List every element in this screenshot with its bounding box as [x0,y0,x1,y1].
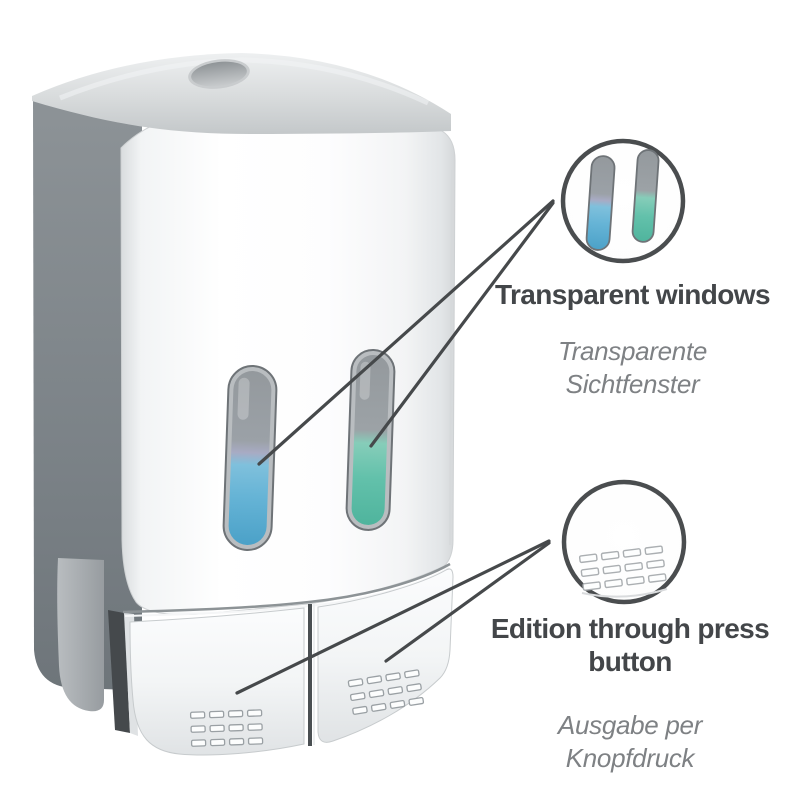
leader-line-button-right [384,541,551,663]
windows-detail-circle [560,138,686,264]
front-right-edge-line [449,169,453,546]
dispenser-front [120,103,456,616]
press-button-callout: Edition through press button Ausgabe per… [455,612,800,775]
detail-window-left [585,155,616,251]
refill-opening [188,59,250,89]
leader-line-window-right [369,201,555,448]
window-right [345,349,396,531]
leader-line-window-left [257,199,555,466]
press-callout-subtitle: Ausgabe per Knopfdruck [557,710,703,773]
press-button-left [129,607,305,756]
windows-callout-title: Transparent windows [495,279,770,310]
pump-lever [57,558,104,712]
body-button-seam [122,562,451,614]
window-left [222,365,278,551]
press-callout-title: Edition through press button [490,613,770,677]
windows-callout: Transparent windows Transparente Sichtfe… [460,278,800,401]
button-detail-circle [561,479,687,605]
dispenser-back-panel [33,95,142,690]
detail-circle-edge-line [581,588,668,598]
windows-callout-subtitle: Transparente Sichtfenster [557,336,708,399]
leader-line-button-left [235,539,551,695]
lid-ridge-highlight [59,57,430,106]
pump-slot-shadow [108,610,130,733]
detail-window-right [631,149,660,243]
